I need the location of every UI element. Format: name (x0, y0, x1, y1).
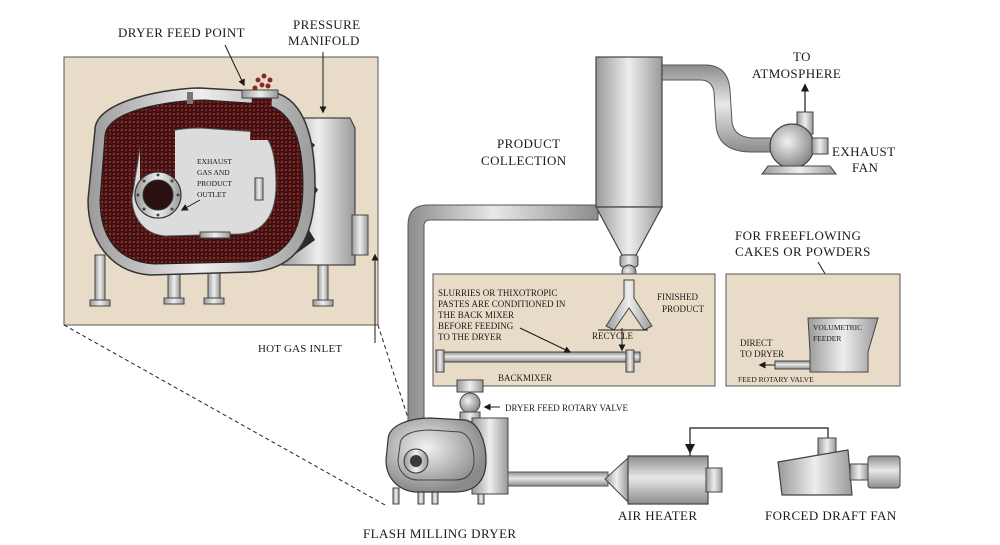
to-atmosphere-label-2: ATMOSPHERE (752, 66, 841, 81)
hot-gas-inlet-flange (351, 214, 369, 256)
cyclone-body (595, 56, 663, 208)
exhaust-outlet-label-3: PRODUCT (197, 179, 232, 188)
backmixer-end-left (435, 349, 445, 373)
dryer-feed-point-label: DRYER FEED POINT (118, 25, 245, 40)
dryer-body (385, 417, 487, 493)
volumetric-feeder (807, 317, 879, 373)
hot-gas-inlet-label: HOT GAS INLET (258, 343, 342, 355)
split-chute (605, 279, 653, 331)
fd-fan-housing (777, 449, 853, 496)
feed-particles (252, 73, 273, 91)
feed-inlet-flange (241, 89, 279, 99)
pressure-manifold-label-1: PRESSURE (293, 17, 361, 32)
exhaust-outlet-label-4: OUTLET (197, 190, 227, 199)
direct-to-dryer-label-1: DIRECT (740, 338, 773, 348)
feed-chute-granules (250, 95, 272, 140)
dryer-outlet-port (410, 455, 422, 467)
exhaust-outlet-port (142, 179, 174, 211)
backmixer-panel: SLURRIES OR THIXOTROPIC PASTES ARE CONDI… (432, 273, 716, 387)
product-collection-label-2: COLLECTION (481, 153, 567, 168)
air-heater-label: AIR HEATER (618, 508, 697, 523)
exhaust-fan-label-2: FAN (852, 160, 878, 175)
product-collection-cyclone (594, 56, 664, 280)
freeflowing-label-1: FOR FREEFLOWING (735, 228, 861, 243)
slurry-label-2: PASTES ARE CONDITIONED IN (438, 299, 566, 309)
fan-motor (811, 137, 829, 155)
dryer-inner-ring (397, 429, 475, 481)
draft-connection-line (689, 427, 829, 456)
riser-duct (407, 204, 599, 466)
fd-fan-motor (867, 455, 901, 489)
heater-body (627, 455, 709, 505)
volumetric-feeder-label-2: FEEDER (813, 334, 841, 343)
forced-draft-fan-label: FORCED DRAFT FAN (765, 508, 897, 523)
dryer-detail-inset: EXHAUST GAS AND PRODUCT OUTLET (63, 56, 379, 326)
slurry-label-4: BEFORE FEEDING (438, 321, 514, 331)
heater-end-cap (705, 467, 723, 493)
heater-duct (507, 471, 609, 487)
heater-cone (604, 456, 629, 504)
exhaust-fan-label-1: EXHAUST (832, 144, 895, 159)
draft-connection-arrowhead (685, 444, 695, 454)
forced-draft-fan (777, 437, 901, 496)
flash-milling-dryer (385, 417, 509, 505)
pressure-manifold-label-2: MANIFOLD (288, 33, 360, 48)
dryer-feed-rotary-valve-label: DRYER FEED ROTARY VALVE (505, 403, 629, 413)
finished-product-label-1: FINISHED (657, 292, 699, 302)
feeder-outlet (774, 360, 811, 370)
top-fitting (187, 92, 193, 104)
product-collection-label-1: PRODUCT (497, 136, 560, 151)
backmixer-label: BACKMIXER (498, 373, 552, 383)
slurry-label-1: SLURRIES OR THIXOTROPIC (438, 288, 557, 298)
rotary-valve-body (459, 392, 481, 414)
feed-rotary-valve-label: FEED ROTARY VALVE (738, 375, 814, 384)
to-atmosphere-label-1: TO (793, 49, 811, 64)
direct-to-dryer-label-2: TO DRYER (740, 349, 784, 359)
volumetric-feeder-label-1: VOLUMETRIC (813, 323, 862, 332)
flange-bolts (136, 173, 180, 217)
freeflowing-panel: VOLUMETRIC FEEDER DIRECT TO DRYER FEED R… (725, 273, 901, 387)
cyclone-cone (594, 206, 664, 256)
zoom-line-right (377, 324, 409, 419)
zoom-line-left (63, 324, 386, 506)
flash-milling-dryer-label: FLASH MILLING DRYER (363, 526, 517, 541)
bottom-bracket (199, 231, 231, 239)
slurry-label-5: TO THE DRYER (438, 332, 502, 342)
freeflowing-label-2: CAKES OR POWDERS (735, 244, 871, 259)
feed-point-pointer (224, 44, 245, 87)
backmixer-panel-background (432, 273, 716, 387)
backmixer-end-right (625, 349, 635, 373)
slurry-label-3: THE BACK MIXER (438, 310, 514, 320)
recycle-label: RECYCLE (592, 331, 634, 341)
slurry-pointer (519, 327, 572, 353)
side-port (254, 177, 264, 201)
outlet-pointer (180, 199, 201, 211)
fan-base (761, 165, 837, 175)
air-heater (604, 455, 723, 505)
exhaust-outlet-label-1: EXHAUST (197, 157, 232, 166)
dryer-feed-rotary-valve (456, 379, 484, 423)
finished-product-label-2: PRODUCT (662, 304, 705, 314)
fd-fan-shaft (849, 463, 869, 481)
fan-housing (769, 123, 815, 169)
rotary-valve-top (456, 379, 484, 393)
exhaust-outlet-label-2: GAS AND (197, 168, 230, 177)
exhaust-fan (761, 111, 837, 175)
backmixer-trough (439, 351, 641, 363)
